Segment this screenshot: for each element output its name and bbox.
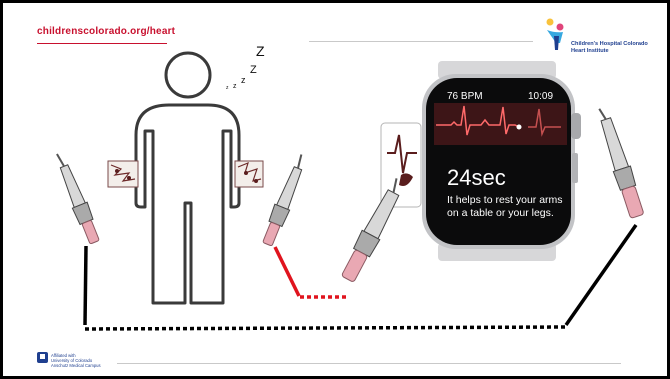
watch-countdown: 24sec bbox=[447, 165, 506, 191]
illustration: Z Z z z z bbox=[3, 3, 667, 376]
sleep-zzz: Z bbox=[256, 43, 265, 59]
electrode-left bbox=[108, 161, 138, 187]
watch-time: 10:09 bbox=[528, 91, 553, 102]
wire-right-solid bbox=[566, 225, 636, 325]
wire-left-solid bbox=[85, 246, 86, 325]
digital-crown-icon bbox=[571, 113, 581, 139]
watch-bpm: 76 BPM bbox=[447, 91, 483, 102]
hospital-logo-icon bbox=[547, 19, 564, 51]
electrode-right bbox=[235, 161, 263, 187]
watch-message: It helps to rest your arms on a table or… bbox=[447, 194, 577, 219]
smartwatch bbox=[422, 61, 581, 261]
sleep-z-5: z bbox=[226, 85, 229, 91]
wire-red-solid bbox=[275, 247, 299, 296]
university-logo-icon bbox=[37, 352, 48, 363]
wire-bottom-dotted bbox=[85, 327, 566, 329]
alligator-clip-far-right bbox=[594, 105, 646, 219]
person-figure bbox=[136, 53, 239, 303]
sleep-z-4: z bbox=[233, 83, 237, 90]
ecg-cursor bbox=[517, 125, 522, 130]
slide: childrenscolorado.org/heart Children's H… bbox=[3, 3, 667, 376]
sleep-z-3: z bbox=[241, 75, 246, 85]
alligator-clip-left bbox=[51, 150, 102, 245]
alligator-clip-right bbox=[260, 152, 311, 247]
sleep-z-2: Z bbox=[250, 64, 257, 76]
